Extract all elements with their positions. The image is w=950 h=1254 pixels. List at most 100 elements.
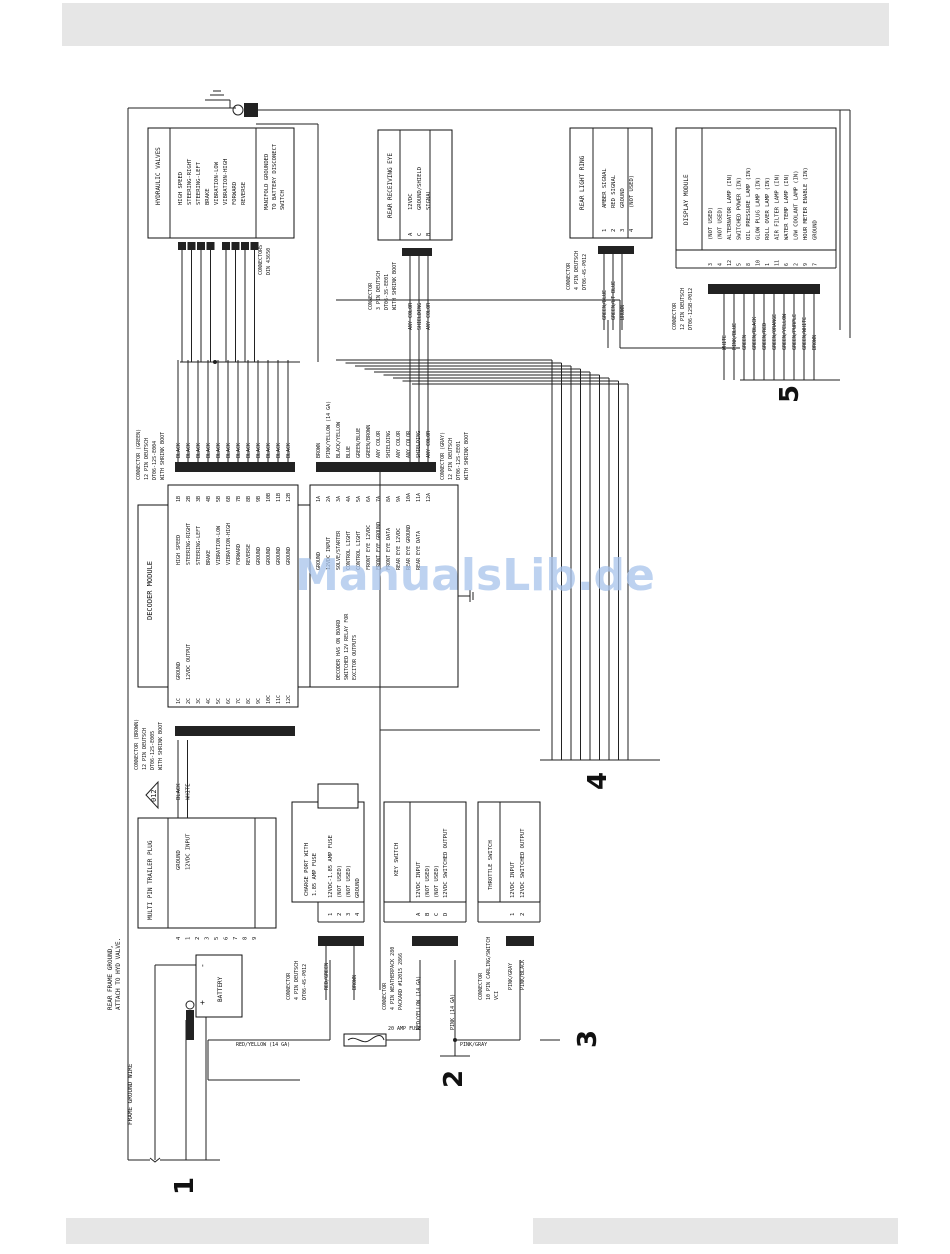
- connector-gray-label: DT06-12S-EE01: [456, 441, 462, 480]
- display-wire-label: BROWN: [812, 335, 818, 350]
- trailer-pin-num: 2: [195, 937, 201, 940]
- key-pin-desc: 12VDC INPUT: [416, 861, 422, 898]
- eye-connector: [402, 248, 432, 256]
- charge-wire-label: BROWN: [352, 975, 358, 990]
- decoder-pin-a: 7A: [376, 496, 382, 502]
- charge-pin-desc: (NOT USED): [346, 865, 352, 898]
- decoder-func-b: GROUND: [256, 547, 262, 565]
- hydraulic-valve-item: VIBRATION-HIGH: [223, 159, 229, 205]
- decoder-func-a: FRONT EYE 12VDC: [366, 525, 372, 570]
- decoder-func-a: REAR EYE DATA: [416, 531, 422, 570]
- decoder-func-a: GROUND: [316, 552, 322, 570]
- decoder-pin-a: 4A: [346, 496, 352, 502]
- decoder-func-b: REVERSE: [246, 544, 252, 565]
- decoder-pin-b: 12B: [286, 493, 292, 502]
- frame-ground-wire-label: FRAME GROUND WIRE: [127, 1063, 134, 1125]
- rear-frame-ground-label-2: ATTACH TO HYD VALVE.: [115, 938, 122, 1010]
- eye-wire-label: SHIELDING: [417, 303, 423, 330]
- ring-connector-label: CONNECTOR: [566, 262, 572, 290]
- decoder-pin-a: 3A: [336, 496, 342, 502]
- decoder-func-b: GROUND: [276, 547, 282, 565]
- decoder-wire-b: BLACK: [266, 443, 272, 458]
- decoder-wire-b: BLACK: [186, 443, 192, 458]
- decoder-pin-a: 12A: [426, 493, 432, 502]
- display-pin-func: GROUND: [813, 220, 819, 240]
- hydraulic-valve-item: BRAKE: [205, 188, 211, 205]
- connector-gray-label: WITH SHRINK BOOT: [464, 432, 470, 480]
- decoder-pin-a: 6A: [366, 496, 372, 502]
- key-pin-letter: D: [443, 913, 449, 916]
- key-connector-label: PACKARD #12015 2866: [398, 953, 404, 1010]
- charge-title: CHARGE PORT WITH: [304, 843, 310, 896]
- svg-text:REAR RECEIVING EYE: REAR RECEIVING EYE: [387, 153, 394, 218]
- decoder-note-line: SWITCHED 12V RELAY FOR: [344, 613, 350, 680]
- display-pin-func: (NOT USED): [718, 207, 724, 240]
- trailer-pin-num: 9: [252, 937, 258, 940]
- hydraulic-valve-item: VIBRATION-LOW: [214, 161, 220, 205]
- decoder-pin-c: 8C: [246, 698, 252, 704]
- decoder-func-a: FRONT EYE DATA: [386, 528, 392, 570]
- charge-pin-desc: GROUND: [355, 878, 361, 898]
- connector-brown-label: WITH SHRINK BOOT: [158, 722, 164, 770]
- footer-bar-right: [533, 1218, 898, 1244]
- display-wire-label: GREEN/BLACK: [752, 317, 758, 350]
- trailer-pin-num: 6: [224, 937, 230, 940]
- trailer-pin-num: 3: [205, 937, 211, 940]
- display-wire-label: GREEN/PURPLE: [792, 314, 798, 350]
- display-pin-func: WATER TEMP LAMP (IN): [784, 174, 790, 240]
- header-bar: [62, 3, 889, 46]
- ring-connector-label: DT06-4S-P012: [582, 254, 588, 290]
- decoder-pin-b: 6B: [226, 496, 232, 502]
- throttle-pin-desc: 12VDC INPUT: [510, 861, 516, 898]
- decoder-pin-c: 4C: [206, 698, 212, 704]
- decoder-func-c: 12VDC OUTPUT: [186, 644, 192, 680]
- valve-connector: [187, 242, 196, 250]
- hydraulic-connector-label: DIN 43650: [266, 248, 272, 275]
- display-pin-num: 5: [737, 263, 743, 266]
- connector-brown-label: CONNECTOR (BROWN): [134, 719, 140, 770]
- decoder-note-line: DECODER HAS ON BOARD: [336, 620, 342, 680]
- hydraulic-valve-item: HIGH SPEED: [178, 172, 184, 205]
- display-pin-num: 2: [794, 263, 800, 266]
- decoder-wire-a: SHIELDING: [386, 431, 392, 458]
- decoder-pin-c: 9C: [256, 698, 262, 704]
- decoder-pin-a: 1A: [316, 496, 322, 502]
- ring-wire-label: BROWN: [620, 305, 626, 320]
- decoder-wire-b: BLACK: [286, 443, 292, 458]
- decoder-func-b: VIBRATION-LOW: [216, 525, 222, 565]
- svg-text:20 AMP FUSE: 20 AMP FUSE: [388, 1026, 421, 1032]
- decoder-pin-a: 11A: [416, 493, 422, 502]
- decoder-pin-c: 6C: [226, 698, 232, 704]
- decoder-func-a: REAR EYE GROUND: [406, 525, 412, 570]
- decoder-wire-b: BLACK: [236, 443, 242, 458]
- key-pin-desc: (NOT USED): [434, 865, 440, 898]
- svg-text:1: 1: [170, 1177, 200, 1195]
- display-pin-func: ROLL OVER LAMP (IN): [765, 177, 771, 240]
- key-wire-label: PINK (14 GA): [450, 994, 456, 1030]
- decoder-pin-c: 7C: [236, 698, 242, 704]
- wire-red-yellow-label: RED/YELLOW (14 GA): [236, 1042, 290, 1048]
- trailer-plug: MULTI PIN TRAILER PLUG 4GROUNDBLACK112VD…: [137, 726, 295, 940]
- key-connector-label: 4 PIN WEATHERPACK 280: [390, 947, 396, 1010]
- rear-frame-ground-label-1: REAR FRAME GROUND,: [107, 945, 114, 1010]
- throttle-wire-label: PINK/GRAY: [508, 963, 514, 990]
- charge-pin-num: 2: [337, 913, 343, 916]
- decoder-wire-a: ANY COLOR: [376, 430, 382, 458]
- decoder-pin-b: 8B: [246, 496, 252, 502]
- display-pin-func: HOUR METER ENABLE (IN): [803, 167, 809, 240]
- connector-green-label: DT06-12S-E004: [152, 441, 158, 480]
- decoder-wire-a: BROWN: [316, 443, 322, 458]
- key-title: KEY SWITCH: [394, 843, 400, 876]
- display-pin-func: (NOT USED): [708, 207, 714, 240]
- svg-text:REAR LIGHT RING: REAR LIGHT RING: [579, 155, 586, 210]
- display-pin-func: OIL PRESSURE LAMP (IN): [746, 167, 752, 240]
- hydraulic-valve-item: STEERING-RIGHT: [187, 158, 193, 205]
- svg-text:2: 2: [439, 1070, 469, 1088]
- throttle-wire-label: PINK/BLACK: [520, 960, 526, 990]
- connector-green-label: WITH SHRINK BOOT: [160, 432, 166, 480]
